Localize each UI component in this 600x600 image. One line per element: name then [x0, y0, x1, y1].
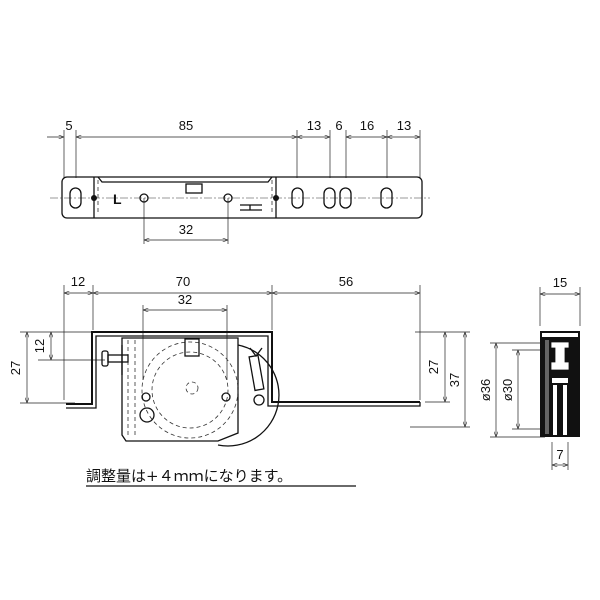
dim-16: 16: [360, 118, 374, 133]
bracket-profile: [66, 331, 420, 405]
side-dimension-lines: [27, 293, 465, 427]
top-dimension-lines: [47, 137, 420, 240]
side-view: 12 70 56 32 27 12 27 37: [8, 274, 470, 447]
top-extension-lines: [63, 130, 421, 244]
dim-12-left: 12: [32, 339, 47, 353]
spring: [248, 347, 265, 406]
top-view: 5 85 13 6 16 13 32 L: [47, 118, 430, 244]
dim-32-side: 32: [178, 292, 192, 307]
dim-32-top: 32: [179, 222, 193, 237]
dim-5: 5: [65, 118, 72, 133]
mounting-plate: [61, 176, 423, 219]
dim-6: 6: [335, 118, 342, 133]
roller-housing: [121, 337, 239, 442]
dim-37-right: 37: [447, 373, 462, 387]
dim-12-top: 12: [71, 274, 85, 289]
dim-13-a: 13: [307, 118, 321, 133]
dim-70: 70: [176, 274, 190, 289]
dim-27-left: 27: [8, 361, 23, 375]
roller-wheel: [141, 341, 239, 439]
dim-7: 7: [556, 447, 563, 462]
dim-27-right: 27: [426, 360, 441, 374]
adjust-screw: [101, 345, 129, 375]
dim-13-b: 13: [397, 118, 411, 133]
dim-85: 85: [179, 118, 193, 133]
side-mark-L: L: [113, 191, 122, 207]
end-view: 15 ø36 ø30 7: [478, 275, 581, 470]
dim-56: 56: [339, 274, 353, 289]
slot-holes: [69, 187, 393, 209]
side-extension-lines: [20, 285, 470, 428]
dim-15: 15: [553, 275, 567, 290]
dim-diameter-30: ø30: [500, 379, 515, 401]
adjustment-note: 調整量は+４ｍｍになります。: [86, 467, 292, 485]
dim-diameter-36: ø36: [478, 379, 493, 401]
